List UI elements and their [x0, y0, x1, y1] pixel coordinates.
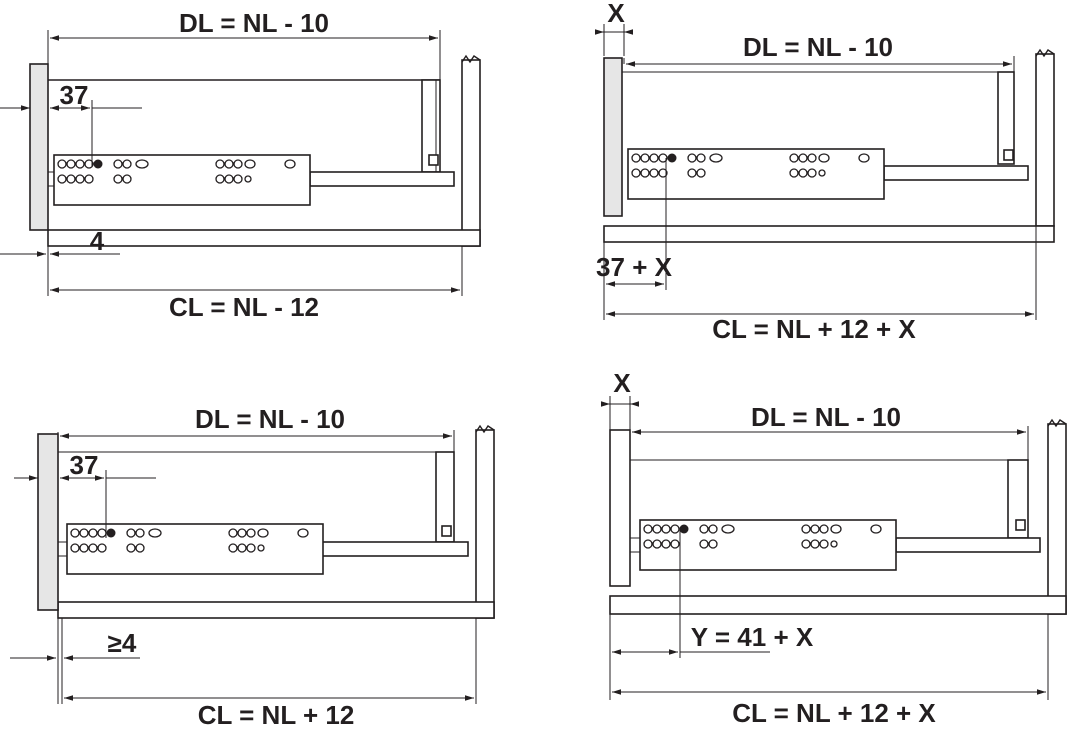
cl-label: CL = NL + 12 + X — [712, 314, 916, 344]
panel-2: X DL = NL - 10 37 + X CL = NL + 12 — [595, 0, 1055, 344]
dl-label: DL = NL - 10 — [743, 32, 893, 62]
gap-4-label: 4 — [90, 226, 105, 256]
cl-label: CL = NL + 12 + X — [732, 698, 936, 728]
dl-label: DL = NL - 10 — [195, 404, 345, 434]
offset-label: Y = 41 + X — [691, 622, 814, 652]
panel-3: DL = NL - 10 37 ≥4 CL = NL + 12 — [10, 404, 495, 730]
dl-label: DL = NL - 10 — [751, 402, 901, 432]
gap-label: ≥4 — [108, 628, 137, 658]
panel-4: X DL = NL - 10 Y = 41 + X — [601, 368, 1067, 728]
drawer-bottom-panel — [47, 229, 481, 247]
cl-label: CL = NL + 12 — [198, 700, 355, 730]
offset-label: 37 + X — [596, 252, 673, 282]
x-label: X — [607, 0, 625, 28]
dl-label: DL = NL - 10 — [179, 8, 329, 38]
offset-37-label: 37 — [70, 450, 99, 480]
drawer-front — [29, 63, 49, 231]
panel-1: DL = NL - 10 37 4 CL = NL - 12 — [0, 8, 481, 322]
slide-rail — [309, 171, 455, 187]
cabinet-side-wall — [461, 59, 481, 247]
offset-37-label: 37 — [60, 80, 89, 110]
x-label: X — [613, 368, 631, 398]
cl-label: CL = NL - 12 — [169, 292, 319, 322]
